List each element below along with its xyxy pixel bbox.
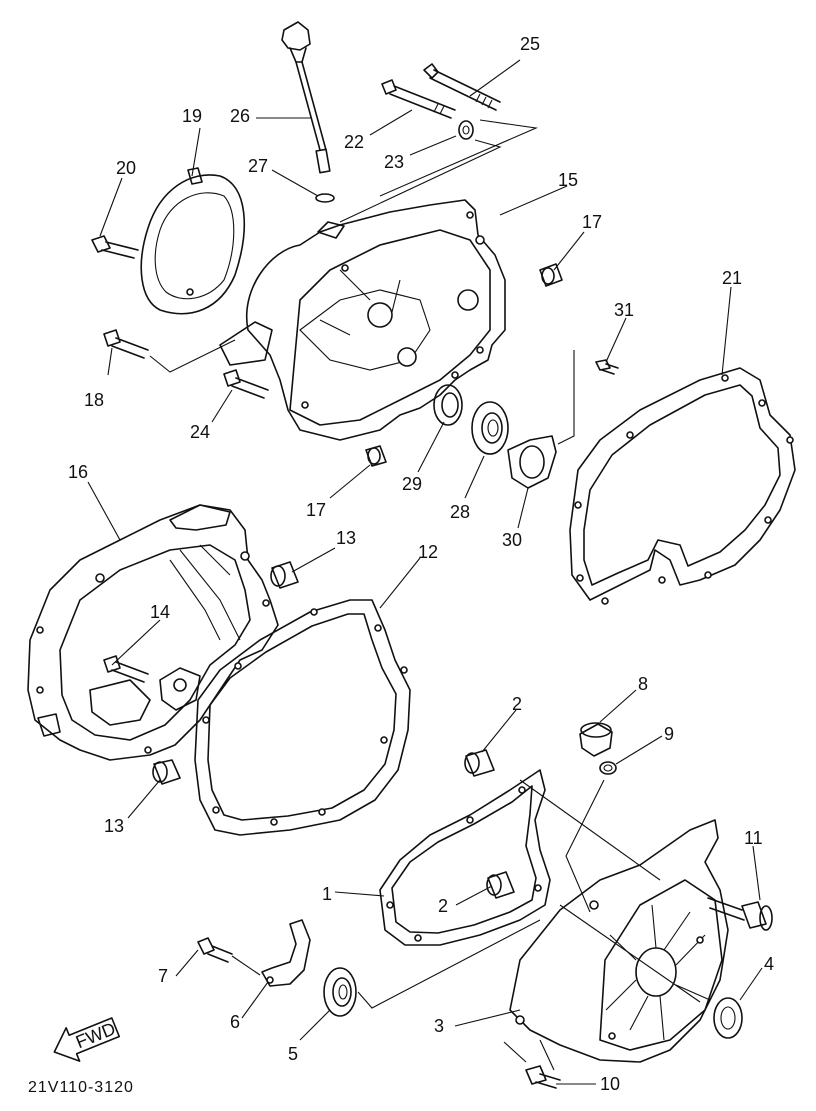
label-3: 3	[434, 1016, 444, 1036]
crankcase-cover-3	[509, 819, 729, 1063]
gasket-12	[194, 599, 411, 836]
bolt-18	[103, 329, 149, 359]
leader-31	[557, 350, 575, 445]
crankcase-cover-15	[219, 199, 506, 441]
oil-seal-4	[713, 997, 743, 1039]
label-21: 21	[722, 268, 742, 288]
fwd-label: FWD	[73, 1018, 118, 1052]
bearing-5	[323, 967, 357, 1017]
label-1: 1	[322, 884, 332, 904]
leader-10	[503, 1039, 555, 1071]
crankcase-cover-16	[27, 504, 279, 761]
label-27: 27	[248, 156, 268, 176]
label-5: 5	[288, 1044, 298, 1064]
dowel-17a	[539, 263, 563, 287]
label-6: 6	[230, 1012, 240, 1032]
label-17b: 17	[306, 500, 326, 520]
bolt-10	[525, 1065, 561, 1089]
gasket-21	[569, 367, 796, 605]
label-30: 30	[502, 530, 522, 550]
dowel-2b	[486, 871, 515, 899]
label-2b: 2	[438, 896, 448, 916]
label-9: 9	[664, 724, 674, 744]
label-22: 22	[344, 132, 364, 152]
label-19: 19	[182, 106, 202, 126]
o-ring-27	[315, 193, 335, 203]
label-14: 14	[150, 602, 170, 622]
label-23: 23	[384, 152, 404, 172]
label-31: 31	[614, 300, 634, 320]
label-7: 7	[158, 966, 168, 986]
label-8: 8	[638, 674, 648, 694]
dowel-13a	[270, 561, 299, 589]
label-13b: 13	[104, 816, 124, 836]
label-12: 12	[418, 542, 438, 562]
label-29: 29	[402, 474, 422, 494]
dipstick-26	[281, 21, 331, 174]
leader-5	[357, 919, 541, 1009]
leader-18	[149, 339, 236, 373]
bolt-7	[197, 937, 233, 963]
label-10: 10	[600, 1074, 620, 1094]
leader-3	[519, 779, 701, 1003]
dowel-13b	[152, 759, 181, 785]
bolt-14	[103, 655, 149, 683]
label-2a: 2	[512, 694, 522, 714]
label-28: 28	[450, 502, 470, 522]
label-25: 25	[520, 34, 540, 54]
gasket-1	[379, 769, 551, 946]
oil-seal-29	[433, 384, 463, 426]
bolt-24	[223, 369, 269, 399]
bolt-22	[381, 79, 456, 119]
label-24: 24	[190, 422, 210, 442]
bolt-11-head	[759, 905, 773, 931]
label-15: 15	[558, 170, 578, 190]
leader-7	[231, 955, 261, 976]
screw-31	[595, 359, 619, 375]
label-18: 18	[84, 390, 104, 410]
drawing-code: 21V110-3120	[28, 1079, 134, 1096]
label-13a: 13	[336, 528, 356, 548]
bolt-20	[91, 235, 139, 259]
reference-labels: 1 2 2 3 4 5 6 7 8 9 10 11 12 13 13 14 15…	[68, 34, 774, 1094]
label-20: 20	[116, 158, 136, 178]
cover-19	[140, 167, 246, 315]
plate-30	[507, 435, 557, 489]
washer-23	[458, 120, 474, 140]
leader-lines	[87, 59, 763, 1085]
bracket-6	[261, 919, 311, 987]
o-ring-9	[599, 761, 617, 775]
dowel-17b	[365, 445, 387, 467]
bearing-28	[471, 401, 509, 455]
label-16: 16	[68, 462, 88, 482]
label-17a: 17	[582, 212, 602, 232]
label-11: 11	[744, 828, 763, 848]
dowel-2a	[464, 749, 495, 777]
label-26: 26	[230, 106, 250, 126]
plug-8	[579, 722, 613, 757]
fwd-arrow: FWD	[53, 1017, 121, 1062]
bolt-11	[707, 897, 767, 929]
label-4: 4	[764, 954, 774, 974]
leader-22-23-25	[339, 119, 538, 223]
bolt-25	[423, 63, 501, 111]
